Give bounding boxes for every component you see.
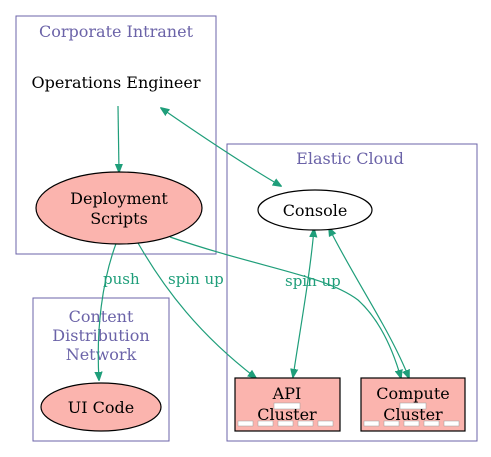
api-cluster-server-box bbox=[257, 420, 274, 427]
node-label-deploy-line2: Scripts bbox=[90, 209, 148, 228]
edge-spin-up-api bbox=[137, 242, 256, 378]
node-api-cluster: API Cluster bbox=[234, 377, 341, 432]
node-compute-cluster: Compute Cluster bbox=[360, 377, 466, 432]
node-console: Console bbox=[257, 189, 373, 231]
node-label-api-line2: Cluster bbox=[257, 405, 317, 424]
node-label-compute-line1: Compute bbox=[376, 384, 450, 403]
compute-cluster-lb-box bbox=[399, 402, 427, 410]
edge-push bbox=[98, 240, 118, 380]
node-label-api-line1: API bbox=[272, 384, 302, 403]
edges bbox=[98, 105, 409, 380]
cluster-label-cdn-line2: Distribution bbox=[52, 326, 149, 345]
cluster-label-intranet: Corporate Intranet bbox=[39, 22, 194, 41]
edge-label-spin-up-compute: spin up bbox=[285, 272, 341, 290]
node-deployment-scripts: Deployment Scripts bbox=[35, 171, 203, 245]
edge-ops-to-deploy bbox=[118, 105, 119, 172]
node-label-deploy-line1: Deployment bbox=[70, 189, 168, 208]
node-ui-code: UI Code bbox=[40, 382, 162, 432]
compute-cluster-server-box bbox=[363, 420, 380, 427]
edge-label-spin-up-api: spin up bbox=[168, 270, 224, 288]
edge-spin-up-compute bbox=[169, 236, 401, 378]
api-cluster-server-box bbox=[237, 420, 254, 427]
api-cluster-server-box bbox=[297, 420, 314, 427]
edge-label-push: push bbox=[103, 270, 140, 288]
compute-cluster-server-box bbox=[423, 420, 440, 427]
edge-console-compute bbox=[329, 228, 409, 378]
node-label-compute-line2: Cluster bbox=[383, 405, 443, 424]
api-cluster-lb-box bbox=[273, 402, 301, 410]
cluster-label-cdn-line3: Network bbox=[66, 345, 137, 364]
compute-cluster-server-box bbox=[383, 420, 400, 427]
node-label-ops: Operations Engineer bbox=[31, 73, 200, 92]
compute-cluster-server-box bbox=[443, 420, 460, 427]
node-label-ui: UI Code bbox=[68, 398, 134, 417]
compute-cluster-server-box bbox=[403, 420, 420, 427]
api-cluster-server-box bbox=[277, 420, 294, 427]
edge-console-api bbox=[293, 229, 314, 377]
node-label-console: Console bbox=[283, 201, 348, 220]
cluster-label-cloud: Elastic Cloud bbox=[296, 149, 404, 168]
edge-ops-console bbox=[161, 108, 281, 186]
cluster-label-cdn-line1: Content bbox=[69, 307, 134, 326]
node-operations-engineer: Operations Engineer bbox=[31, 73, 200, 92]
api-cluster-server-box bbox=[317, 420, 334, 427]
cluster-cdn: Content Distribution Network bbox=[32, 297, 170, 442]
cluster-elastic-cloud: Elastic Cloud bbox=[226, 143, 478, 442]
